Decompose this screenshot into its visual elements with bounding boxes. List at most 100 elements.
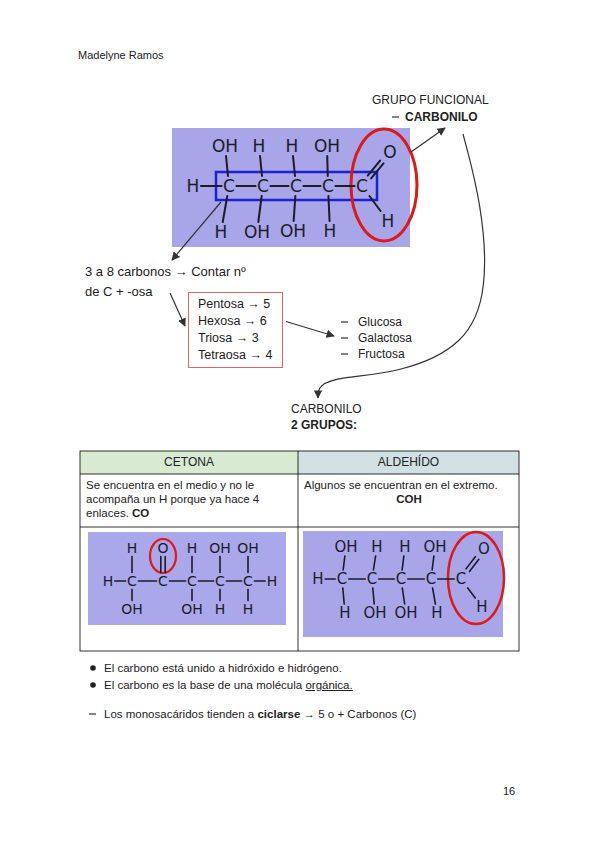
- atom-label: H: [382, 213, 395, 230]
- atom-label: H: [339, 606, 350, 621]
- atom-label: O: [383, 144, 396, 161]
- atom-label: C: [223, 178, 235, 195]
- bond-line: [373, 588, 374, 604]
- atom-label: H: [431, 606, 442, 621]
- bond-line: [343, 588, 344, 604]
- bold-text: 2 GRUPOS:: [291, 418, 357, 432]
- atom-label: H: [127, 541, 138, 555]
- atom-label: C: [243, 574, 253, 588]
- atom-label: OH: [423, 540, 446, 555]
- atom-label: OH: [244, 224, 270, 241]
- dash-marker: [341, 353, 348, 354]
- atom-label: C: [158, 574, 168, 588]
- atom-label: H: [243, 602, 254, 616]
- atom-label: C: [337, 572, 347, 587]
- atom-label: C: [257, 178, 269, 195]
- bond-line: [260, 156, 262, 176]
- bond-line: [293, 156, 295, 176]
- bond-line: [408, 578, 425, 580]
- bond-line: [254, 580, 265, 582]
- atom-label: H: [253, 138, 266, 155]
- bond-line: [466, 557, 479, 572]
- atom-label: C: [426, 572, 436, 587]
- bond-line: [131, 557, 133, 573]
- atom-label: H: [371, 540, 382, 555]
- bond-line: [219, 557, 221, 573]
- text: orgánica.: [305, 679, 352, 691]
- list-line: Triosa → 3: [198, 330, 273, 347]
- bond-line: [247, 557, 249, 573]
- bold-text: COH: [304, 492, 514, 506]
- leader-arrow: [318, 134, 485, 398]
- list-line: Pentosa → 5: [198, 296, 273, 313]
- carbonyl-ellipse: [351, 129, 417, 241]
- author-name: Madelyne Ramos: [78, 48, 164, 62]
- bond-line: [433, 588, 436, 604]
- leader-arrow: [170, 293, 185, 326]
- atom-label: C: [290, 178, 302, 195]
- bond-line: [402, 556, 404, 570]
- bullet-dot: [90, 665, 96, 671]
- table-cell: Algunos se encuentran en el extremo.COH: [304, 478, 514, 506]
- carbonyl-ellipse: [448, 532, 504, 624]
- bond-line: [325, 578, 335, 580]
- atom-label: OH: [121, 602, 143, 616]
- text: ALDEHÍDO: [378, 455, 439, 469]
- atom-label: C: [456, 572, 466, 587]
- bold-text: ciclarse: [257, 708, 300, 720]
- atom-label: H: [215, 224, 228, 241]
- table-rule: [80, 527, 519, 528]
- bond-line: [432, 556, 434, 570]
- bond-line: [198, 580, 213, 582]
- atom-label: H: [267, 574, 278, 588]
- table-rule: [80, 474, 519, 475]
- bond-line: [236, 185, 255, 187]
- bond-line: [226, 156, 228, 176]
- bond-line: [326, 156, 329, 176]
- atom-label: H: [215, 602, 226, 616]
- atom-label: OH: [212, 138, 238, 155]
- bond-line: [161, 557, 165, 573]
- bond-line: [369, 196, 380, 211]
- heading: 2 GRUPOS:: [291, 417, 357, 433]
- atom-label: C: [396, 572, 406, 587]
- text: El carbono está unido a hidróxido e hidr…: [104, 662, 342, 674]
- text: GRUPO FUNCIONAL: [372, 93, 489, 107]
- text: 16: [503, 785, 515, 797]
- header-fill: [298, 451, 519, 474]
- dash-marker: [89, 713, 96, 714]
- atom-label: OH: [280, 223, 306, 240]
- ketone-photo: HOHOHOHHCCCCCHOHOHHH: [88, 532, 286, 625]
- bond-line: [379, 578, 395, 580]
- bond-line: [294, 196, 296, 221]
- bond-line: [402, 588, 404, 604]
- bond-line: [368, 161, 384, 179]
- bond-line: [115, 580, 126, 582]
- text: Se encuentra en el medio y no le acompañ…: [86, 479, 259, 519]
- text: Madelyne Ramos: [78, 49, 164, 61]
- bond-line: [223, 196, 228, 222]
- carbonyl-ellipse: [150, 539, 176, 573]
- text: Fructosa: [358, 347, 405, 361]
- bond-line: [138, 580, 156, 582]
- list-box: Pentosa → 5Hexosa → 6Triosa → 3Tetraosa …: [188, 292, 283, 368]
- atom-label: OH: [181, 602, 203, 616]
- photo-ground: [172, 128, 410, 247]
- bullet-text: El carbono es la base de una moléculaorg…: [104, 678, 353, 693]
- atom-label: OH: [314, 138, 340, 155]
- atom-label: C: [127, 574, 137, 588]
- bullet-dot: [90, 682, 96, 688]
- dash-marker: [341, 321, 348, 322]
- atom-label: C: [356, 178, 368, 195]
- bond-line: [191, 557, 193, 573]
- bond-line: [247, 590, 249, 601]
- bond-line: [303, 185, 320, 187]
- text: CETONA: [164, 455, 214, 469]
- text: Glucosa: [358, 315, 402, 329]
- bond-line: [373, 556, 375, 570]
- table-cell: Se encuentra en el medio y no le acompañ…: [86, 478, 294, 520]
- atom-label: C: [322, 178, 334, 195]
- text: CARBONILO: [291, 402, 362, 416]
- text: Algunos se encuentran en el extremo.: [304, 479, 498, 491]
- bond-line: [169, 580, 185, 582]
